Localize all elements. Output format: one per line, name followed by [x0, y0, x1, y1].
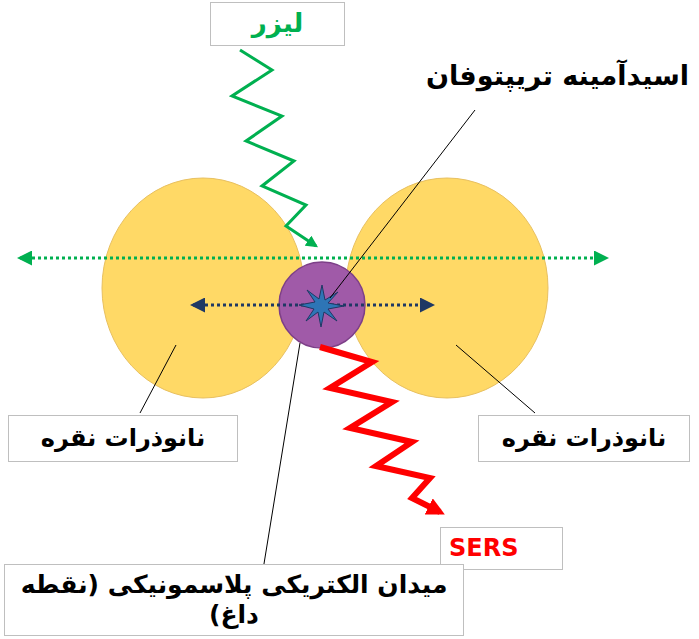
- silver-nanoparticle: [102, 178, 304, 398]
- laser-label-box: لیزر: [210, 2, 345, 46]
- node-text: نانوذرات نقره: [41, 424, 205, 453]
- laser-wave: [232, 50, 316, 246]
- molecule-label: اسیدآمینه تریپتوفان: [426, 60, 689, 91]
- node-text: لیزر: [252, 8, 304, 39]
- polarization-arrow: [20, 257, 606, 260]
- leader-line: [330, 110, 475, 298]
- nanoparticle-label-box: نانوذرات نقره: [478, 415, 690, 462]
- sers-wave: [320, 347, 440, 512]
- leader-line: [456, 345, 535, 413]
- leader-line: [262, 343, 300, 576]
- node-text: نانوذرات نقره: [502, 424, 666, 453]
- leader-line: [140, 345, 176, 413]
- node-text: SERS: [449, 534, 518, 563]
- nanoparticle-label-box: نانوذرات نقره: [8, 415, 238, 462]
- field-label-box: میدان الکتریکی پلاسمونیکی (نقطه داغ): [4, 564, 464, 636]
- silver-nanoparticle: [346, 178, 548, 398]
- tryptophan-molecule: [299, 285, 344, 327]
- node-text: میدان الکتریکی پلاسمونیکی (نقطه داغ): [15, 570, 453, 630]
